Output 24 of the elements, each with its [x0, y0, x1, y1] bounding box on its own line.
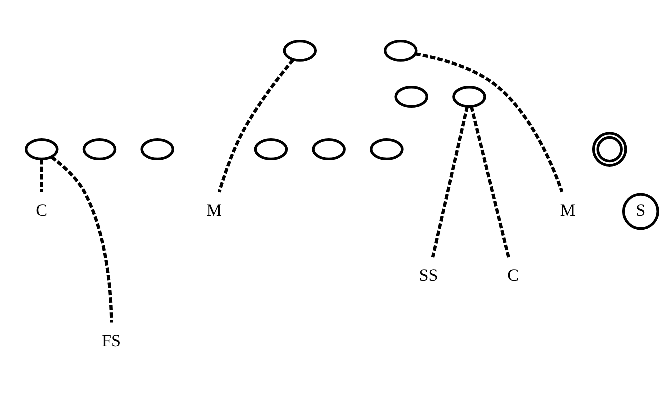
- node-text: FS: [102, 330, 122, 350]
- node-circle: [452, 86, 486, 108]
- connector: [470, 106, 510, 258]
- node-circle: [254, 138, 288, 160]
- node-circle: [592, 132, 628, 166]
- node-circle: [82, 138, 117, 160]
- connector: [50, 156, 114, 322]
- connector: [415, 52, 564, 192]
- node-text: SS: [419, 266, 438, 285]
- node-text: M: [206, 200, 222, 220]
- node-circle: [312, 138, 346, 160]
- node-text: C: [508, 266, 520, 285]
- node-circle: [24, 138, 59, 160]
- connector: [40, 158, 44, 192]
- node-circle: [370, 138, 404, 160]
- node-circle: S: [622, 192, 660, 230]
- node-circle: [384, 39, 418, 62]
- node-text: C: [36, 200, 48, 220]
- node-text: M: [560, 200, 576, 220]
- node-circle: [394, 86, 428, 108]
- node-circle: [140, 138, 174, 160]
- connector: [218, 58, 294, 192]
- node-circle: [283, 39, 318, 62]
- connector: [431, 106, 470, 258]
